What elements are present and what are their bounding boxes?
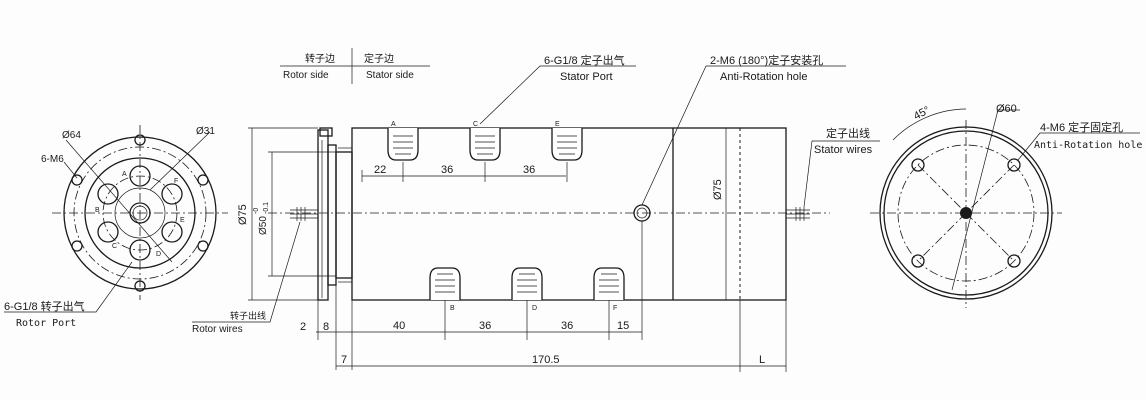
bolt-hole	[71, 240, 83, 252]
label-fix-hole-en: Anti-Rotation hole	[1034, 140, 1142, 151]
legend-stator-en: Stator side	[366, 70, 414, 81]
port-label-c: C	[473, 121, 478, 128]
bolt-hole	[134, 280, 146, 292]
port-label-e: E	[555, 121, 560, 128]
port-letter-b: B	[95, 207, 100, 214]
dim-bottom-36b: 36	[561, 320, 573, 332]
rotor-port-e	[161, 221, 183, 243]
rotor-wire-stub	[290, 207, 318, 221]
anti-rotation-hole-inner	[636, 207, 648, 219]
rotor-port-f	[161, 183, 183, 205]
rotor-port-a	[129, 165, 151, 187]
dim-bottom-15: 15	[617, 320, 629, 332]
rotor-hub	[335, 151, 353, 279]
dim-top-36b: 36	[523, 164, 535, 176]
right-end-view: 45° Ø60 4-M6 定子固定孔 Anti-Rotation hole	[870, 103, 1142, 308]
label-anti-rotation-en: Anti-Rotation hole	[720, 71, 807, 83]
label-stator-wires-cn: 定子出线	[826, 126, 870, 140]
port-letter-d: D	[156, 251, 161, 258]
right-diagonal-a	[917, 164, 1015, 262]
port-letter-e: E	[180, 217, 185, 224]
fix-hole	[911, 254, 925, 268]
leader-stator-wires	[803, 140, 880, 208]
rotor-port-d	[129, 239, 151, 261]
dim-top-36a: 36	[441, 164, 453, 176]
stator-port-e	[551, 128, 583, 161]
dim-bottom-8: 8	[323, 321, 329, 333]
legend-stator-cn: 定子边	[364, 52, 394, 65]
leader-rotor-wires	[192, 221, 301, 323]
label-angle: 45°	[912, 104, 932, 122]
dim-bottom-36a: 36	[479, 320, 491, 332]
stator-wire-stub	[786, 207, 810, 221]
port-label-a: A	[391, 121, 396, 128]
bolt-hole	[71, 174, 83, 186]
bolt-hole	[197, 240, 209, 252]
label-d50: Ø50	[258, 216, 269, 235]
port-label-f: F	[613, 305, 617, 312]
port-letter-a: A	[122, 171, 127, 178]
side-view: A C E B D F 6	[192, 53, 880, 372]
legend-rotor-en: Rotor side	[283, 70, 329, 81]
right-diagonal-b	[917, 164, 1015, 262]
label-anti-rotation-cn: 2-M6 (180°)定子安装孔	[710, 53, 823, 67]
label-d64: Ø64	[62, 130, 81, 141]
label-d75-left: Ø75	[237, 204, 249, 225]
dim-bottom-40: 40	[393, 320, 405, 332]
port-letter-f: F	[174, 178, 178, 185]
leader-d31	[149, 131, 211, 191]
label-d75-right: Ø75	[712, 179, 724, 200]
label-d31: Ø31	[196, 126, 215, 137]
label-fix-hole-cn: 4-M6 定子固定孔	[1040, 120, 1123, 134]
fix-hole	[1007, 158, 1021, 172]
bolt-hole	[197, 174, 209, 186]
side-legend: 转子边 定子边 Rotor side Stator side	[280, 48, 430, 84]
bolt-hole	[134, 134, 146, 146]
port-label-d: D	[532, 305, 537, 312]
label-6m6: 6-M6	[41, 154, 64, 165]
dim-top-22: 22	[374, 164, 386, 176]
rotor-flange	[317, 129, 329, 301]
leader-6m6	[63, 161, 78, 179]
stator-port-f	[593, 267, 625, 300]
label-rotor-wires-en: Rotor wires	[192, 324, 243, 335]
dim-overall-7: 7	[341, 354, 347, 366]
dim-overall-170: 170.5	[532, 354, 560, 366]
leader-d64	[65, 139, 173, 263]
label-stator-wires-en: Stator wires	[814, 144, 873, 156]
label-rotor-port-en: Rotor Port	[16, 318, 76, 329]
legend-rotor-cn: 转子边	[305, 52, 335, 65]
angle-arc	[892, 108, 967, 141]
stator-port-d	[511, 267, 543, 300]
dim-overall-L: L	[759, 354, 765, 366]
left-end-view: A F E D C B Ø64 Ø31 6-M6 6-G1/8 转子出气 Rot…	[4, 125, 228, 329]
label-d50-tol-bot: -0.1	[263, 202, 270, 214]
rotor-port-c	[97, 221, 119, 243]
leader-stator-port	[479, 65, 636, 125]
label-stator-port-cn: 6-G1/8 定子出气	[544, 53, 625, 67]
leader-anti-rotation	[641, 65, 846, 206]
leader-rotor-port	[4, 261, 133, 313]
label-stator-port-en: Stator Port	[560, 71, 613, 83]
label-d60: Ø60	[996, 103, 1017, 115]
fix-hole	[911, 158, 925, 172]
port-label-b: B	[450, 305, 455, 312]
port-letter-c: C	[112, 243, 117, 250]
dim-bottom-2: 2	[300, 321, 306, 333]
flange-top-lip	[319, 127, 333, 137]
leader-d60	[951, 109, 1020, 291]
stator-port-b	[429, 267, 461, 300]
label-rotor-wires-cn: 转子出线	[230, 310, 266, 321]
stator-port-c	[469, 128, 501, 161]
label-d50-tol-top: -0	[253, 208, 260, 214]
rotor-port-b	[97, 183, 119, 205]
rotor-collar	[327, 144, 337, 286]
fix-hole	[1007, 254, 1021, 268]
label-rotor-port-cn: 6-G1/8 转子出气	[4, 299, 85, 313]
leader-fix-hole	[1017, 132, 1140, 161]
stator-port-a	[387, 128, 419, 161]
